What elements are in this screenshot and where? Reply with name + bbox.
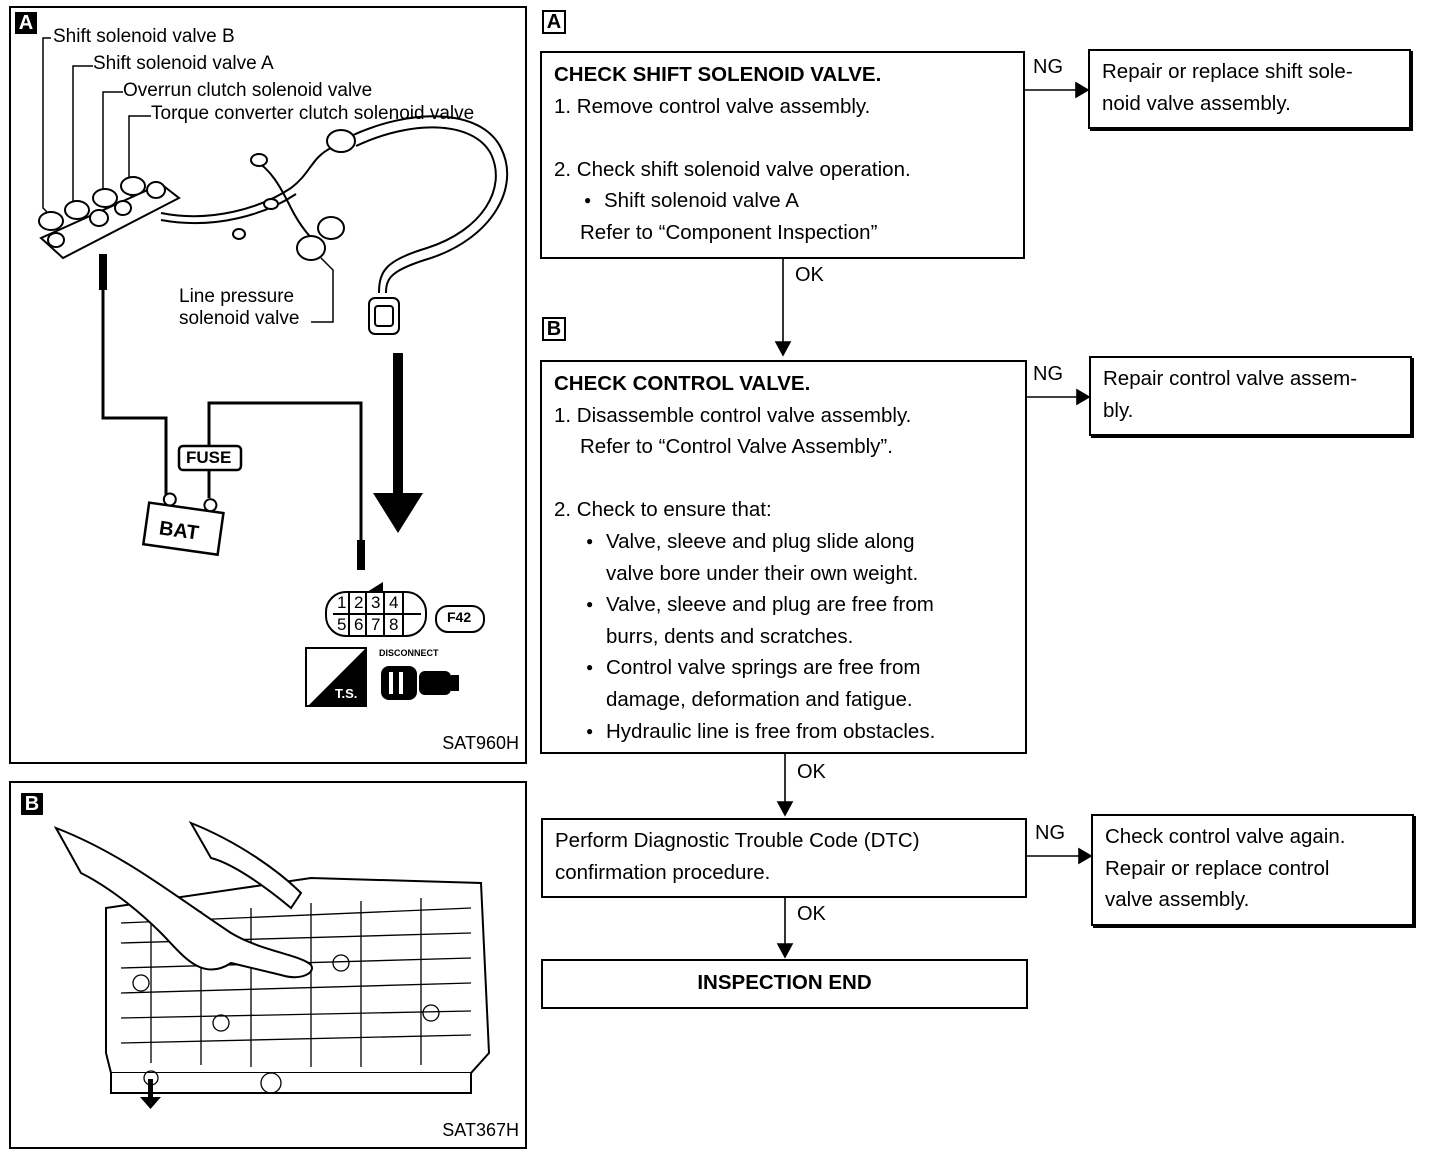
figure-a-panel: A bbox=[9, 6, 527, 764]
step-a-line-1: 1. Remove control valve assembly. bbox=[554, 94, 871, 118]
down-arrow-icon bbox=[140, 1079, 161, 1109]
step-a-ng-text-1: Repair or replace shift sole- bbox=[1102, 60, 1353, 83]
step-b-title: CHECK CONTROL VALVE. bbox=[554, 372, 811, 395]
step-b-box: CHECK CONTROL VALVE. 1. Disassemble cont… bbox=[540, 360, 1027, 754]
ts-label: T.S. bbox=[335, 686, 358, 701]
step-b-ok-label: OK bbox=[797, 761, 826, 783]
figure-a-tag: A bbox=[15, 12, 37, 34]
step-b-bullet-2a: Valve, sleeve and plug are free from bbox=[578, 589, 1013, 621]
fuse-label: FUSE bbox=[186, 448, 232, 467]
pin-5: 5 bbox=[337, 615, 347, 634]
connector-f42 bbox=[325, 591, 485, 637]
step-b-ng-label: NG bbox=[1033, 363, 1063, 385]
step-a-ng-box: Repair or replace shift sole- noid valve… bbox=[1088, 49, 1411, 129]
pin-6: 6 bbox=[354, 615, 364, 634]
dtc-line-2: confirmation procedure. bbox=[555, 860, 771, 884]
step-a-line-3: Refer to “Component Inspection” bbox=[580, 220, 878, 244]
dtc-ok-label: OK bbox=[797, 903, 826, 925]
disconnect-label: DISCONNECT bbox=[379, 648, 439, 658]
inspection-end-text: INSPECTION END bbox=[697, 971, 872, 994]
connector-id: F42 bbox=[447, 609, 472, 625]
step-b-ng-text-2: bly. bbox=[1103, 398, 1134, 422]
dtc-ng-text-2: Repair or replace control bbox=[1105, 856, 1330, 880]
step-a-bullet: Shift solenoid valve A bbox=[576, 185, 1011, 217]
solenoid-valve-block bbox=[38, 176, 181, 260]
step-b-tag: B bbox=[542, 317, 566, 341]
step-b-bullet-3a: Control valve springs are free from bbox=[578, 652, 1013, 684]
test-switch-icon bbox=[305, 647, 367, 707]
dtc-ng-box: Check control valve again. Repair or rep… bbox=[1091, 814, 1414, 926]
pin-7: 7 bbox=[371, 615, 381, 634]
wiring-harness bbox=[160, 115, 509, 294]
disconnect-icon bbox=[381, 666, 459, 700]
step-a-ng-label: NG bbox=[1033, 56, 1063, 78]
step-b-bullet-1b: valve bore under their own weight. bbox=[606, 561, 919, 585]
pin-1: 1 bbox=[337, 593, 347, 612]
step-b-bullet-2b: burrs, dents and scratches. bbox=[606, 624, 854, 648]
label-tcc-solenoid: Torque converter clutch solenoid valve bbox=[151, 103, 475, 124]
step-a-ok-label: OK bbox=[795, 264, 824, 286]
pin-2: 2 bbox=[354, 593, 364, 612]
battery-symbol bbox=[141, 492, 225, 557]
dtc-line-1: Perform Diagnostic Trouble Code (DTC) bbox=[555, 829, 920, 852]
label-line-pressure-2: solenoid valve bbox=[179, 308, 300, 329]
figure-a-code: SAT960H bbox=[442, 733, 519, 753]
step-b-bullet-4: Hydraulic line is free from obstacles. bbox=[578, 716, 1013, 748]
step-b-ng-box: Repair control valve assem- bly. bbox=[1089, 356, 1412, 436]
figure-b-tag: B bbox=[21, 793, 43, 815]
inspection-end-box: INSPECTION END bbox=[541, 959, 1028, 1009]
step-b-line-2: Refer to “Control Valve Assembly”. bbox=[580, 435, 893, 459]
label-line-pressure-1: Line pressure bbox=[179, 286, 295, 307]
step-a-line-2: 2. Check shift solenoid valve operation. bbox=[554, 157, 911, 181]
dtc-ng-text-3: valve assembly. bbox=[1105, 888, 1250, 912]
control-valve-illustration bbox=[53, 821, 491, 1109]
step-b-bullet-1a: Valve, sleeve and plug slide along bbox=[578, 526, 1013, 558]
fuse-symbol bbox=[177, 444, 243, 472]
step-a-box: CHECK SHIFT SOLENOID VALVE. 1. Remove co… bbox=[540, 51, 1025, 259]
step-a-ng-text-2: noid valve assembly. bbox=[1102, 91, 1291, 115]
pin-3: 3 bbox=[371, 593, 381, 612]
hand-illustration bbox=[53, 821, 313, 979]
step-a-title: CHECK SHIFT SOLENOID VALVE. bbox=[554, 63, 882, 86]
step-b-bullet-3b: damage, deformation and fatigue. bbox=[606, 687, 913, 711]
dtc-ng-text-1: Check control valve again. bbox=[1105, 825, 1346, 848]
step-b-line-1: 1. Disassemble control valve assembly. bbox=[554, 403, 912, 427]
pin-8: 8 bbox=[389, 615, 399, 634]
label-overrun-clutch: Overrun clutch solenoid valve bbox=[123, 80, 373, 101]
dtc-box: Perform Diagnostic Trouble Code (DTC) co… bbox=[541, 818, 1027, 898]
step-b-line-3: 2. Check to ensure that: bbox=[554, 498, 772, 522]
step-b-ng-text-1: Repair control valve assem- bbox=[1103, 367, 1358, 390]
pin-4: 4 bbox=[389, 593, 399, 612]
figure-b-code: SAT367H bbox=[442, 1120, 519, 1140]
figure-b-panel: B SAT367H bbox=[9, 781, 527, 1149]
down-arrow-icon bbox=[373, 353, 423, 533]
dtc-ng-label: NG bbox=[1035, 822, 1065, 844]
label-ssv-b: Shift solenoid valve B bbox=[53, 26, 235, 47]
solenoid-wiring-illustration bbox=[38, 37, 509, 707]
label-ssv-a: Shift solenoid valve A bbox=[93, 53, 274, 74]
step-a-tag: A bbox=[542, 10, 566, 34]
